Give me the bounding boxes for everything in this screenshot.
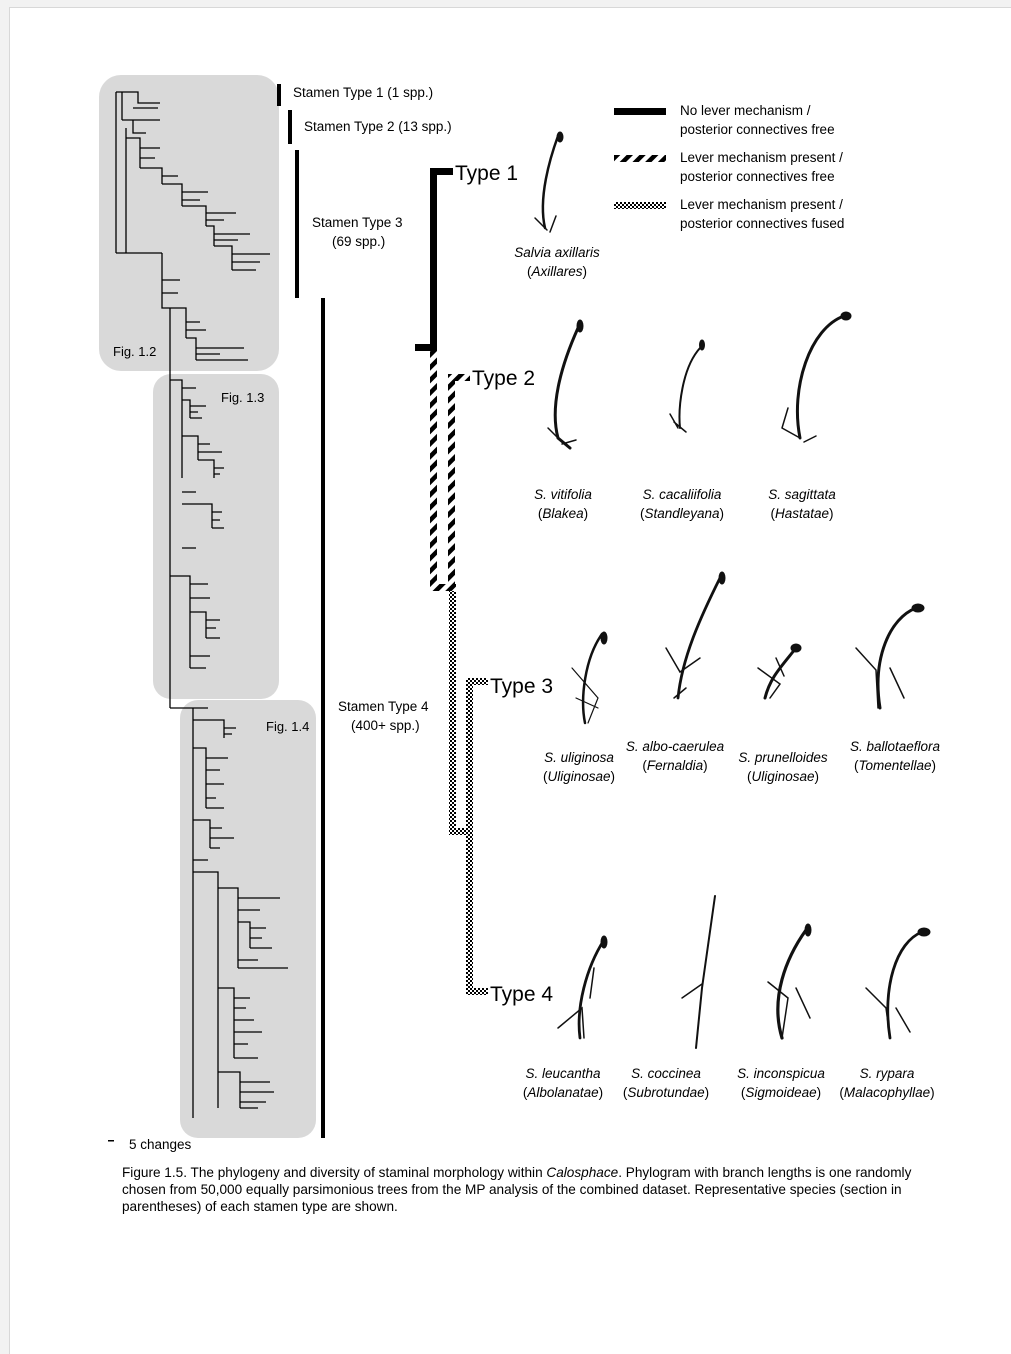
figure-canvas: Fig. 1.2 Fig. 1.3 Fig. 1.4 Stamen Type 1… — [10, 8, 1011, 1354]
stamen-albo-caerulea — [666, 572, 725, 698]
stamen-vitifolia — [548, 320, 583, 448]
species-section: (Albolanatae) — [523, 1085, 603, 1100]
species-name: S. uliginosa — [544, 750, 614, 765]
stamen-salvia-axillaris — [535, 132, 563, 232]
species-name: S. inconspicua — [737, 1066, 825, 1081]
legend-solid-line-1: No lever mechanism / — [680, 103, 811, 118]
figure-caption: Figure 1.5. The phylogeny and diversity … — [122, 1164, 942, 1215]
species-section: (Sigmoideae) — [741, 1085, 821, 1100]
stamen-rypara — [866, 928, 930, 1038]
character-tree — [415, 168, 488, 995]
stamen-leucantha — [558, 936, 607, 1038]
species-name: S. ballotaeflora — [850, 739, 941, 754]
stamen-type-3-count: (69 spp.) — [332, 234, 385, 249]
species-section: (Axillares) — [527, 264, 587, 279]
species-name: S. leucantha — [525, 1066, 601, 1081]
panel-fig-1-4 — [180, 700, 316, 1138]
stamen-type-4-label: Stamen Type 4 — [338, 699, 429, 714]
scale-bar — [108, 1140, 114, 1142]
branch-type-3-4-vertical — [466, 678, 473, 993]
species-section: (Hastatae) — [770, 506, 833, 521]
branch-type-4-tip — [466, 988, 488, 995]
species-name: S. albo-caerulea — [626, 739, 725, 754]
stamen-type-2-label: Stamen Type 2 (13 spp.) — [304, 119, 452, 134]
type-3-label: Type 3 — [490, 675, 553, 698]
legend-dotted-line-2: posterior connectives fused — [680, 216, 844, 231]
species-name: Salvia axillaris — [514, 245, 600, 260]
stamen-type-4-count: (400+ spp.) — [351, 718, 420, 733]
species-section: (Malacophyllae) — [839, 1085, 934, 1100]
scale-label: 5 changes — [129, 1137, 192, 1152]
type-2-label: Type 2 — [472, 367, 535, 390]
species-name: S. cacaliifolia — [643, 487, 722, 502]
species-section: (Uliginosae) — [747, 769, 819, 784]
panel-label-fig-1-2: Fig. 1.2 — [113, 344, 156, 359]
legend-swatch-dotted — [614, 202, 666, 209]
panel-label-fig-1-4: Fig. 1.4 — [266, 719, 309, 734]
branch-type-3-tip — [466, 678, 488, 685]
species-name: S. coccinea — [631, 1066, 701, 1081]
species-section: (Blakea) — [538, 506, 588, 521]
stamen-type-3-label: Stamen Type 3 — [312, 215, 403, 230]
bracket-type-4 — [321, 298, 325, 1138]
species-section: (Subrotundae) — [623, 1085, 709, 1100]
stamen-uliginosa — [572, 632, 607, 723]
species-section: (Uliginosae) — [543, 769, 615, 784]
branch-fused-stem — [449, 591, 456, 835]
branch-type-2-vertical — [448, 374, 455, 588]
type-1-label: Type 1 — [455, 162, 518, 185]
legend-swatch-hatched — [614, 155, 666, 162]
branch-root — [415, 344, 437, 351]
legend-dotted-line-1: Lever mechanism present / — [680, 197, 843, 212]
species-name: S. prunelloides — [738, 750, 828, 765]
stamen-illustrations — [535, 132, 930, 1048]
stamen-coccinea — [682, 896, 715, 1048]
caption-prefix: Figure 1.5. The phylogeny and diversity … — [122, 1165, 546, 1180]
legend-swatch-solid — [614, 108, 666, 115]
species-name: S. vitifolia — [534, 487, 592, 502]
stamen-cacaliifolia — [670, 340, 705, 432]
stamen-ballotaeflora — [856, 604, 924, 708]
stamen-inconspicua — [768, 924, 811, 1038]
species-section: (Standleyana) — [640, 506, 724, 521]
bracket-type-2 — [288, 110, 292, 144]
bracket-type-3 — [295, 150, 299, 298]
page: Fig. 1.2 Fig. 1.3 Fig. 1.4 Stamen Type 1… — [9, 7, 1011, 1354]
species-name: S. rypara — [860, 1066, 915, 1081]
branch-type-1-tip — [430, 168, 453, 175]
species-section: (Fernaldia) — [642, 758, 707, 773]
legend-hatched-line-2: posterior connectives free — [680, 169, 835, 184]
panel-fig-1-3 — [153, 374, 279, 699]
stamen-type-1-label: Stamen Type 1 (1 spp.) — [293, 85, 433, 100]
caption-genus: Calosphace — [546, 1165, 618, 1180]
panel-label-fig-1-3: Fig. 1.3 — [221, 390, 264, 405]
branch-type-2-tip — [448, 374, 470, 381]
branch-lever-stem — [430, 351, 437, 588]
stamen-sagittata — [782, 312, 851, 442]
type-4-label: Type 4 — [490, 983, 553, 1006]
legend-solid-line-2: posterior connectives free — [680, 122, 835, 137]
stamen-prunelloides — [758, 644, 801, 698]
bracket-type-1 — [277, 84, 281, 106]
branch-type-1-vertical — [430, 168, 437, 348]
legend-hatched-line-1: Lever mechanism present / — [680, 150, 843, 165]
species-section: (Tomentellae) — [854, 758, 936, 773]
species-name: S. sagittata — [768, 487, 836, 502]
